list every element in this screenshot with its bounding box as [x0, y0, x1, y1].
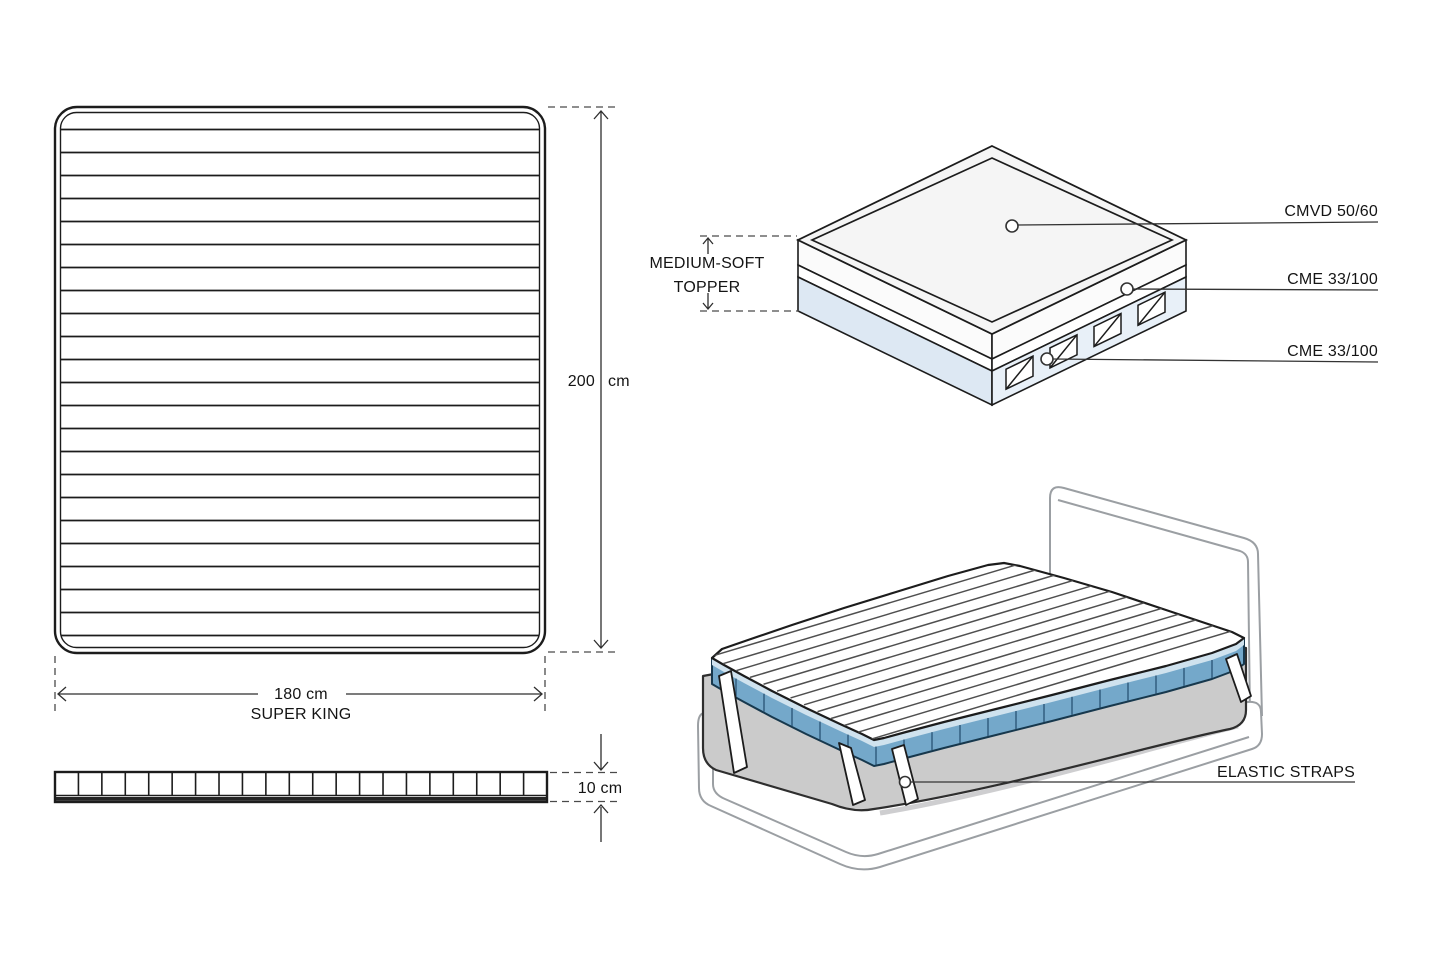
callout-label-core-lower: CME 33/100 [1287, 343, 1378, 360]
layer-top-face-inset [809, 157, 1175, 323]
side-profile-cells [77, 773, 525, 796]
callout-label-top-surface: CMVD 50/60 [1284, 203, 1378, 220]
plan-view: 200 cm 180 cm SUPER KING [53, 105, 630, 723]
layer-top-face [795, 144, 1189, 336]
height-dimension: 200 cm [548, 106, 630, 653]
headboard-outline-inner [1057, 499, 1251, 717]
bracket-label-line2: TOPPER [674, 279, 741, 296]
callout-core-upper: CME 33/100 [1120, 271, 1379, 296]
callout-label-core-upper: CME 33/100 [1287, 271, 1378, 288]
arrowhead-down-icon [702, 302, 714, 311]
callout-core-lower: CME 33/100 [1040, 343, 1379, 366]
topper-outline-outer [53, 105, 547, 655]
arrowhead-up-icon [593, 804, 609, 814]
callout-line [1132, 288, 1379, 291]
arrowhead-up-icon [702, 236, 714, 245]
headboard-outline-outer [1049, 486, 1263, 717]
height-value-label: 200 [568, 373, 595, 390]
bracket-label-line1: MEDIUM-SOFT [649, 255, 764, 272]
bed-headboard [1049, 486, 1263, 717]
arrowhead-down-icon [593, 761, 609, 771]
topper-top-face [710, 561, 1246, 742]
topper-thickness-bracket: MEDIUM-SOFT TOPPER [649, 235, 799, 312]
elastic-strap-right [1225, 653, 1252, 703]
callout-marker [898, 775, 912, 789]
callout-top-surface: CMVD 50/60 [1005, 203, 1379, 233]
elastic-straps [718, 653, 1252, 806]
side-view: 10 cm [53, 734, 622, 842]
width-label: 180 cm [274, 686, 328, 703]
elastic-strap-left [718, 670, 748, 774]
thickness-dimension: 10 cm [550, 734, 622, 842]
topper-quilt-lines [61, 128, 539, 637]
callout-line [1052, 358, 1379, 363]
arrowhead-left-icon [57, 686, 67, 702]
width-dimension: 180 cm SUPER KING [54, 656, 546, 723]
thickness-label: 10 cm [578, 780, 623, 797]
arrowhead-down-icon [593, 639, 609, 649]
elastic-strap-front-left [838, 742, 866, 806]
callout-marker [1005, 219, 1019, 233]
topper-band-segments [735, 660, 1213, 765]
bed-base-inner-line [712, 720, 1250, 858]
layers-view: MEDIUM-SOFT TOPPER CMVD 50/60 CME 33/100… [649, 144, 1379, 407]
arrowhead-right-icon [533, 686, 543, 702]
topper-outline-inner [59, 111, 541, 649]
callout-label-straps: ELASTIC STRAPS [1217, 764, 1355, 781]
callout-marker [1040, 352, 1054, 366]
bed-view: ELASTIC STRAPS [697, 486, 1355, 871]
size-name-label: SUPER KING [251, 706, 352, 723]
callout-marker [1120, 282, 1134, 296]
arrowhead-up-icon [593, 110, 609, 120]
callout-line [1017, 221, 1379, 226]
height-unit-label: cm [608, 373, 630, 390]
callout-straps: ELASTIC STRAPS [898, 764, 1355, 789]
side-profile-base-bar [56, 797, 546, 801]
